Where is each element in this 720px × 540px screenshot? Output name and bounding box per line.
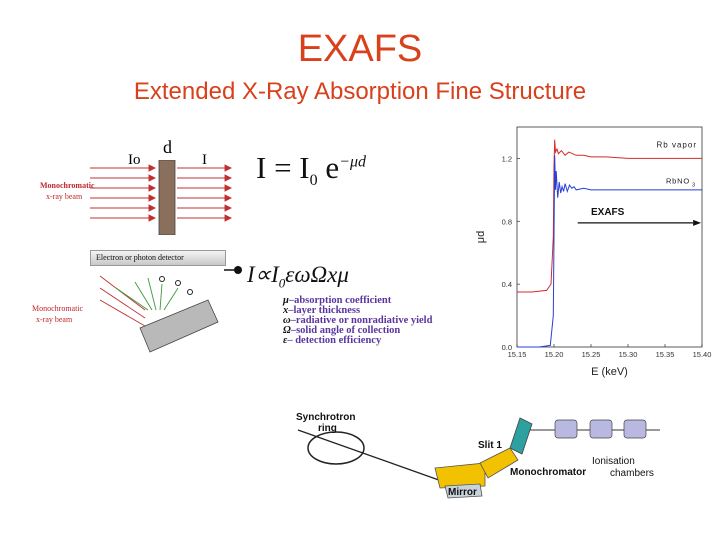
y-tick-label: 0.8 (502, 217, 512, 226)
ion-chamber (589, 419, 613, 439)
sample-plate (139, 299, 219, 353)
detector-arrow (224, 266, 242, 274)
page-subtitle: Extended X-Ray Absorption Fine Structure (133, 78, 587, 105)
i-label: I (202, 152, 207, 168)
detector-bar: Electron or photon detector (90, 250, 226, 266)
legend-item: ω–radiative or nonradiative yield (283, 315, 433, 326)
symbol-legend: μ–absorption coefficient x–layer thickne… (283, 295, 433, 346)
legend-item: ε– detection efficiency (283, 335, 382, 346)
x-axis-label: E (keV) (591, 366, 628, 378)
sample-slab (158, 160, 176, 235)
transmission-diagram (90, 160, 233, 235)
beamline-diagram (297, 417, 660, 499)
legend-item: x–layer thickness (283, 305, 361, 316)
series-label-subscript: 3 (692, 183, 695, 189)
exafs-chart: 0.0 0.4 0.8 1.2 15.15 15.20 15.25 15.30 15.35 15.… (475, 126, 712, 378)
x-tick-label: 15.35 (656, 350, 675, 359)
y-tick-label: 0.0 (502, 343, 512, 352)
beam-label-fluorescence: Monochromatic x-ray beam (32, 304, 84, 324)
x-tick-label: 15.40 (693, 350, 712, 359)
y-axis-label: μd (475, 231, 487, 243)
x-tick-label: 15.30 (619, 350, 638, 359)
fluorescence-formula: I∝I0εωΩxμ (247, 262, 349, 291)
monochromator-label: Monochromator (510, 467, 587, 478)
mirror-element (434, 462, 486, 489)
legend-item: μ–absorption coefficient (283, 295, 392, 306)
beer-lambert-formula: I = I0 e−μd (256, 150, 366, 190)
series-label-rb-vapor: Rb vapor (657, 140, 697, 149)
mirror-label: Mirror (448, 487, 477, 498)
x-tick-label: 15.15 (508, 350, 527, 359)
x-tick-label: 15.25 (582, 350, 601, 359)
synchrotron-ring (307, 431, 365, 465)
series-label-rbno3: RbNO (666, 177, 690, 186)
ion-chamber (554, 419, 578, 439)
page-title: EXAFS (297, 28, 423, 70)
y-tick-label: 1.2 (502, 154, 512, 163)
y-tick-label: 0.4 (502, 280, 512, 289)
ion-chamber (623, 419, 647, 439)
plot-frame (516, 126, 703, 348)
monochromator-element (509, 417, 533, 455)
fluorescence-diagram (99, 275, 219, 353)
slit-label: Slit 1 (478, 440, 502, 451)
series-line-rb-vapor (517, 139, 702, 293)
exafs-arrow-head (693, 219, 702, 226)
legend-item: Ω–solid angle of collection (283, 325, 401, 336)
beam-label-transmission: Monochromatic x-ray beam (40, 181, 95, 201)
thickness-label: d (163, 137, 172, 157)
i0-label: Io (128, 152, 141, 168)
series-line-rbno3 (517, 155, 702, 348)
chambers-label: Ionisation chambers (592, 456, 654, 479)
exafs-annotation: EXAFS (591, 207, 625, 218)
x-tick-label: 15.20 (545, 350, 564, 359)
synchrotron-label: Synchrotron ring (296, 412, 356, 434)
